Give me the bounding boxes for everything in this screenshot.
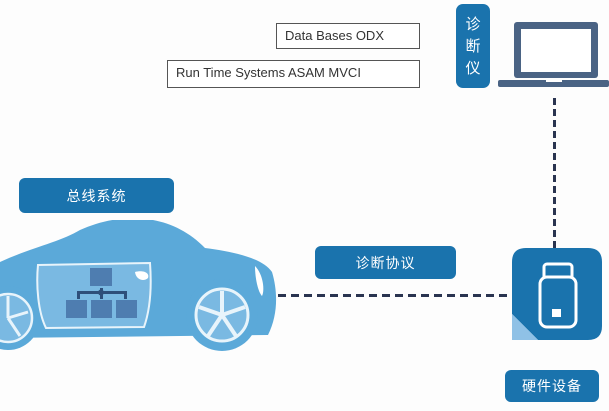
mvci-runtime-label: Run Time Systems ASAM MVCI <box>176 65 361 80</box>
odx-database-label: Data Bases ODX <box>285 28 384 43</box>
vci-device-icon <box>512 248 602 340</box>
laptop-device-connector <box>553 98 556 248</box>
diag-tool-label: 诊 断 仪 <box>456 4 490 88</box>
car-icon <box>0 220 277 351</box>
diag-tool-char-3: 仪 <box>465 59 481 77</box>
network-topology-icon <box>66 268 137 318</box>
hardware-text: 硬件设备 <box>522 379 582 395</box>
odx-database-box: Data Bases ODX <box>276 23 420 49</box>
laptop-icon <box>498 22 609 87</box>
mvci-runtime-box: Run Time Systems ASAM MVCI <box>167 60 420 88</box>
diag-protocol-text: 诊断协议 <box>355 255 416 272</box>
diag-tool-char-1: 诊 <box>465 15 481 33</box>
diag-tool-char-2: 断 <box>465 37 481 55</box>
bus-system-text: 总线系统 <box>66 188 127 205</box>
diag-protocol-label: 诊断协议 <box>315 246 456 279</box>
hardware-label: 硬件设备 <box>505 370 599 402</box>
car-device-connector <box>278 294 513 297</box>
bus-system-label: 总线系统 <box>19 178 174 213</box>
